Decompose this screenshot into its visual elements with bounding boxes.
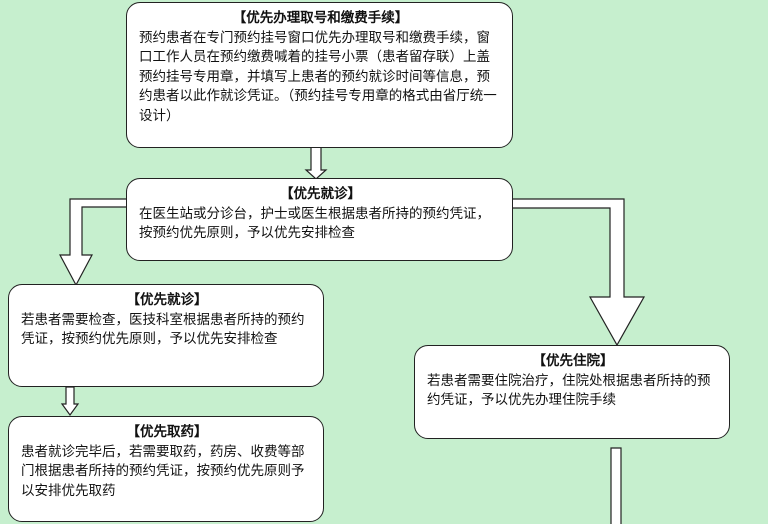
priority-registration-title: 【优先办理取号和缴费手续】	[232, 10, 409, 26]
priority-hospitalization-box: 【优先住院】 若患者需要住院治疗，住院处根据患者所持的预约凭证，予以优先办理住院…	[414, 345, 730, 439]
priority-visit-main-text: 在医生站或分诊台，护士或医生根据患者所持的预约凭证，按预约优先原则，予以优先安排…	[139, 205, 490, 242]
priority-exam-title: 【优先就诊】	[126, 292, 208, 308]
priority-registration-text: 预约患者在专门预约挂号窗口优先办理取号和缴费手续，窗口工作人员在预约缴费喊着的挂…	[139, 29, 497, 124]
priority-visit-main-box: 【优先就诊】 在医生站或分诊台，护士或医生根据患者所持的预约凭证，按预约优先原则…	[126, 178, 513, 261]
priority-medicine-text: 患者就诊完毕后，若需要取药，药房、收费等部门根据患者所持的预约凭证，按预约优先原…	[21, 443, 305, 499]
priority-hospitalization-text: 若患者需要住院治疗，住院处根据患者所持的预约凭证，予以优先办理住院手续	[427, 372, 711, 409]
priority-registration-box: 【优先办理取号和缴费手续】 预约患者在专门预约挂号窗口优先办理取号和缴费手续，窗…	[126, 2, 513, 148]
priority-visit-main-title: 【优先就诊】	[280, 186, 361, 202]
arrow-visit-to-exam	[59, 198, 128, 287]
arrow-exam-to-medicine	[60, 386, 80, 417]
priority-medicine-title: 【优先取药】	[126, 424, 208, 440]
priority-hospitalization-title: 【优先住院】	[532, 353, 614, 369]
priority-exam-text: 若患者需要检查，医技科室根据患者所持的预约凭证，按预约优先原则，予以优先安排检查	[21, 311, 305, 348]
priority-exam-box: 【优先就诊】 若患者需要检查，医技科室根据患者所持的预约凭证，按预约优先原则，予…	[8, 284, 324, 387]
arrow-registration-to-visit	[304, 146, 328, 180]
arrow-hospitalization-continue	[610, 447, 622, 524]
arrow-visit-to-hospitalization	[510, 198, 646, 347]
priority-medicine-box: 【优先取药】 患者就诊完毕后，若需要取药，药房、收费等部门根据患者所持的预约凭证…	[8, 416, 324, 522]
